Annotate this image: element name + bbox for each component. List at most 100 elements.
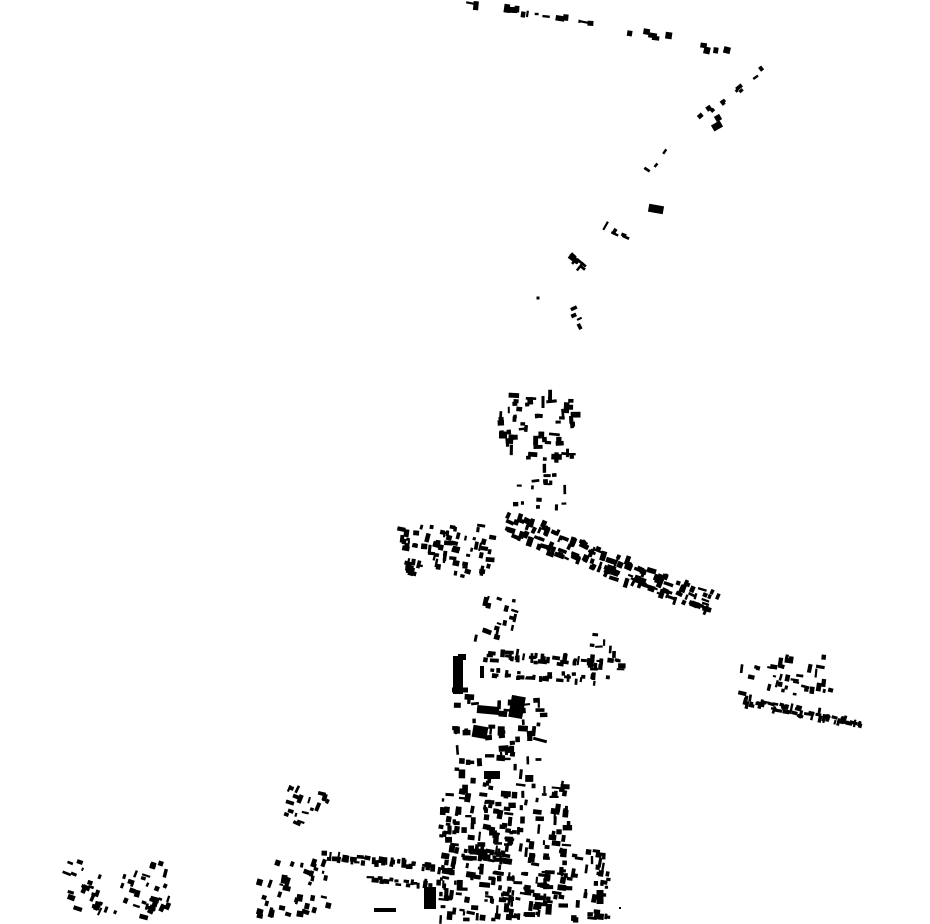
building-footprint bbox=[553, 790, 558, 798]
building-footprint bbox=[496, 668, 501, 673]
building-footprint bbox=[488, 534, 497, 541]
building-footprint bbox=[532, 736, 548, 744]
building-footprint bbox=[693, 593, 698, 600]
building-footprint bbox=[569, 454, 575, 459]
building-footprint bbox=[548, 834, 557, 841]
building-footprint bbox=[453, 702, 461, 708]
building-footprint bbox=[442, 554, 447, 562]
building-footprint bbox=[511, 791, 518, 799]
building-footprint bbox=[537, 526, 543, 534]
building-footprint bbox=[122, 897, 129, 904]
building-footprint bbox=[480, 538, 487, 546]
building-footprint bbox=[550, 807, 560, 815]
building-footprint bbox=[407, 557, 411, 563]
building-footprint bbox=[497, 420, 505, 426]
building-footprint bbox=[80, 884, 89, 895]
building-footprint bbox=[715, 592, 721, 601]
building-footprint bbox=[537, 702, 540, 708]
building-footprint bbox=[482, 657, 489, 663]
building-footprint bbox=[439, 834, 444, 838]
building-footprint bbox=[803, 711, 812, 717]
building-footprint bbox=[605, 675, 610, 680]
building-footprint bbox=[464, 568, 472, 575]
building-footprint bbox=[524, 847, 529, 858]
building-footprint bbox=[542, 14, 550, 18]
building-footprint bbox=[470, 701, 480, 706]
building-footprint bbox=[470, 905, 479, 911]
building-footprint bbox=[542, 457, 547, 461]
building-footprint bbox=[442, 880, 445, 889]
building-footprint bbox=[321, 870, 325, 874]
building-footprint bbox=[563, 556, 570, 561]
building-footprint bbox=[531, 479, 540, 483]
building-footprint bbox=[766, 683, 772, 692]
building-footprint bbox=[530, 853, 536, 858]
building-footprint bbox=[420, 543, 428, 550]
building-footprint bbox=[563, 873, 568, 879]
building-footprint bbox=[556, 829, 562, 835]
building-footprint bbox=[476, 526, 480, 533]
building-footprint bbox=[477, 831, 482, 841]
building-footprint bbox=[556, 551, 564, 558]
building-footprint bbox=[301, 908, 310, 916]
building-footprint bbox=[597, 852, 606, 856]
building-footprint bbox=[97, 874, 102, 880]
building-footprint bbox=[394, 879, 399, 883]
building-footprint bbox=[518, 843, 523, 852]
building-footprint bbox=[585, 849, 592, 855]
building-footprint bbox=[498, 897, 507, 903]
building-footprint bbox=[404, 560, 413, 567]
building-footprint bbox=[508, 910, 514, 918]
building-footprint bbox=[602, 893, 607, 897]
building-footprint bbox=[587, 912, 593, 917]
building-footprint bbox=[593, 548, 603, 554]
building-footprint bbox=[458, 758, 465, 764]
building-footprint bbox=[144, 903, 149, 911]
building-footprint bbox=[401, 545, 410, 552]
building-footprint bbox=[390, 859, 396, 865]
building-footprint bbox=[505, 511, 512, 520]
building-footprint bbox=[464, 792, 472, 803]
building-footprint bbox=[722, 46, 732, 55]
building-footprint bbox=[510, 608, 519, 614]
building-footprint bbox=[555, 14, 565, 22]
building-footprint bbox=[475, 728, 486, 734]
building-footprint bbox=[516, 675, 525, 680]
building-footprint bbox=[489, 830, 497, 836]
building-footprint bbox=[755, 665, 761, 671]
building-footprint bbox=[435, 563, 442, 570]
building-footprint bbox=[455, 532, 461, 540]
building-footprint bbox=[469, 547, 474, 553]
building-footprint bbox=[292, 820, 302, 827]
building-footprint bbox=[476, 523, 486, 528]
building-footprint bbox=[485, 563, 491, 569]
building-footprint bbox=[508, 392, 520, 399]
building-footprint bbox=[815, 664, 825, 670]
building-footprint bbox=[792, 692, 797, 696]
building-footprint bbox=[589, 643, 595, 648]
building-footprint bbox=[484, 891, 489, 895]
building-footprint bbox=[713, 113, 723, 123]
building-footprint bbox=[122, 873, 127, 880]
building-footprint bbox=[407, 540, 411, 544]
building-footprint bbox=[520, 871, 528, 876]
building-footprint bbox=[484, 754, 495, 758]
building-footprint bbox=[697, 587, 707, 592]
building-footprint bbox=[444, 888, 449, 898]
building-footprint bbox=[62, 870, 72, 877]
building-footprint bbox=[464, 693, 475, 701]
building-footprint bbox=[533, 444, 543, 450]
building-footprint bbox=[416, 882, 420, 889]
building-footprint bbox=[503, 3, 511, 14]
building-footprint bbox=[506, 429, 512, 435]
building-footprint bbox=[590, 855, 594, 865]
building-footprint bbox=[567, 452, 576, 456]
building-footprint bbox=[806, 663, 813, 674]
building-footprint bbox=[385, 857, 388, 865]
building-footprint bbox=[849, 720, 858, 726]
building-footprint bbox=[476, 848, 481, 853]
building-footprint bbox=[503, 604, 510, 613]
building-footprint bbox=[465, 862, 470, 869]
building-footprint bbox=[548, 389, 553, 401]
building-footprint bbox=[337, 851, 341, 858]
